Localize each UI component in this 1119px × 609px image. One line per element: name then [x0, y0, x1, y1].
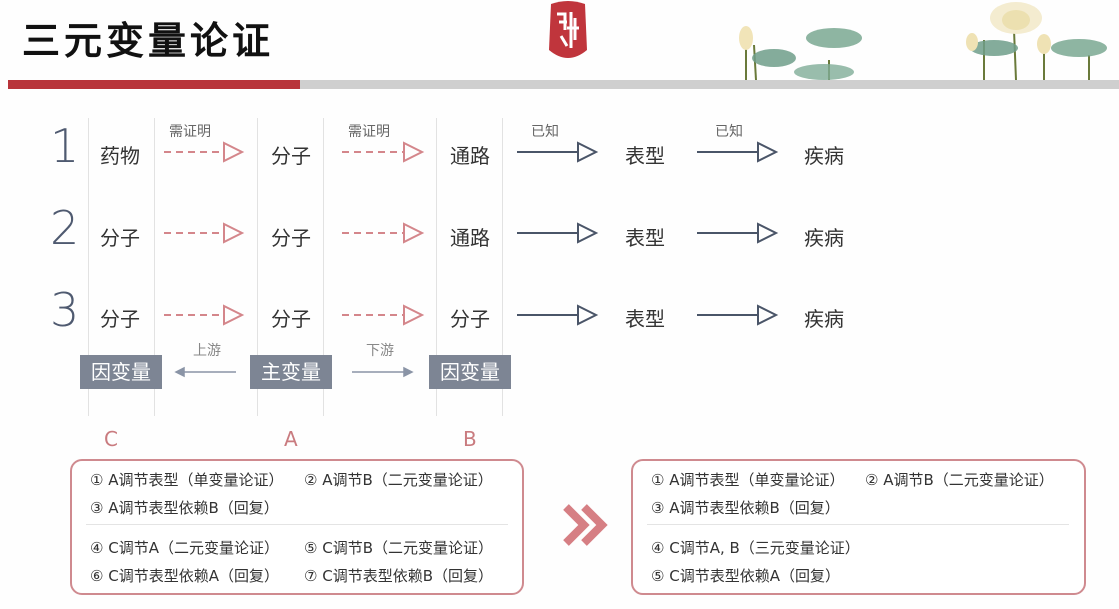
page-title: 三元变量论证 [22, 18, 275, 63]
panel-item: ② A调节B（二元变量论证） [865, 471, 1054, 489]
term-2: 分子 [271, 144, 311, 168]
column-line [436, 118, 437, 416]
term-1: 分子 [100, 226, 140, 250]
panel-item: ⑦ C调节表型依赖B（回复） [304, 567, 493, 585]
arrow-label: 已知 [715, 124, 743, 140]
dependent-variable-box-left: 因变量 [80, 355, 162, 389]
title-banner-gray [300, 80, 1119, 89]
term-2: 分子 [271, 307, 311, 331]
term-3: 分子 [450, 307, 490, 331]
solid-arrow-icon [517, 141, 779, 326]
column-line [154, 118, 155, 416]
panel-divider [647, 524, 1069, 525]
term-1: 分子 [100, 307, 140, 331]
flow-arrows [164, 141, 779, 378]
row-number: 1 [50, 119, 80, 173]
panel-item: ⑤ C调节B（二元变量论证） [304, 539, 493, 557]
main-variable-box: 主变量 [250, 355, 332, 389]
term-4: 表型 [625, 144, 665, 168]
term-4: 表型 [625, 226, 665, 250]
dependent-variable-box-right: 因变量 [429, 355, 511, 389]
panel-item: ⑤ C调节表型依赖A（回复） [651, 567, 840, 585]
double-chevron-right-icon [563, 504, 608, 546]
seal-jie-icon [549, 1, 587, 58]
panel-item: ③ A调节表型依赖B（回复） [651, 499, 840, 517]
arrow-label: 已知 [531, 124, 559, 140]
term-5: 疾病 [804, 226, 844, 250]
arrow-label: 需证明 [348, 124, 390, 140]
term-1: 药物 [100, 144, 140, 168]
panel-item: ④ C调节A（二元变量论证） [90, 539, 279, 557]
letter-b: B [463, 427, 477, 451]
term-5: 疾病 [804, 144, 844, 168]
letter-c: C [104, 427, 118, 451]
term-3: 通路 [450, 226, 490, 250]
panel-item: ② A调节B（二元变量论证） [304, 471, 493, 489]
panel-item: ① A调节表型（单变量论证） [90, 471, 284, 489]
argument-panel-left: ① A调节表型（单变量论证） ② A调节B（二元变量论证） ③ A调节表型依赖B… [70, 459, 524, 595]
dashed-arrow-icon [164, 141, 425, 326]
argument-panel-right: ① A调节表型（单变量论证） ② A调节B（二元变量论证） ③ A调节表型依赖B… [631, 459, 1086, 595]
term-5: 疾病 [804, 307, 844, 331]
column-line [257, 118, 258, 416]
upstream-label: 上游 [193, 343, 221, 359]
row-number: 3 [50, 283, 80, 337]
downstream-label: 下游 [366, 343, 394, 359]
panel-item: ⑥ C调节表型依赖A（回复） [90, 567, 279, 585]
panel-divider [86, 524, 508, 525]
arrow-label: 需证明 [169, 124, 211, 140]
column-line [502, 118, 503, 416]
term-3: 通路 [450, 144, 490, 168]
row-number: 2 [50, 201, 80, 255]
panel-item: ③ A调节表型依赖B（回复） [90, 499, 279, 517]
thin-arrow-icon [174, 366, 414, 378]
term-2: 分子 [271, 226, 311, 250]
title-banner-red [8, 80, 308, 89]
panel-item: ④ C调节A, B（三元变量论证） [651, 539, 860, 557]
column-line [88, 118, 89, 416]
term-4: 表型 [625, 307, 665, 331]
lotus-flowers-icon [739, 2, 1107, 80]
panel-item: ① A调节表型（单变量论证） [651, 471, 845, 489]
letter-a: A [284, 427, 298, 451]
column-line [323, 118, 324, 416]
